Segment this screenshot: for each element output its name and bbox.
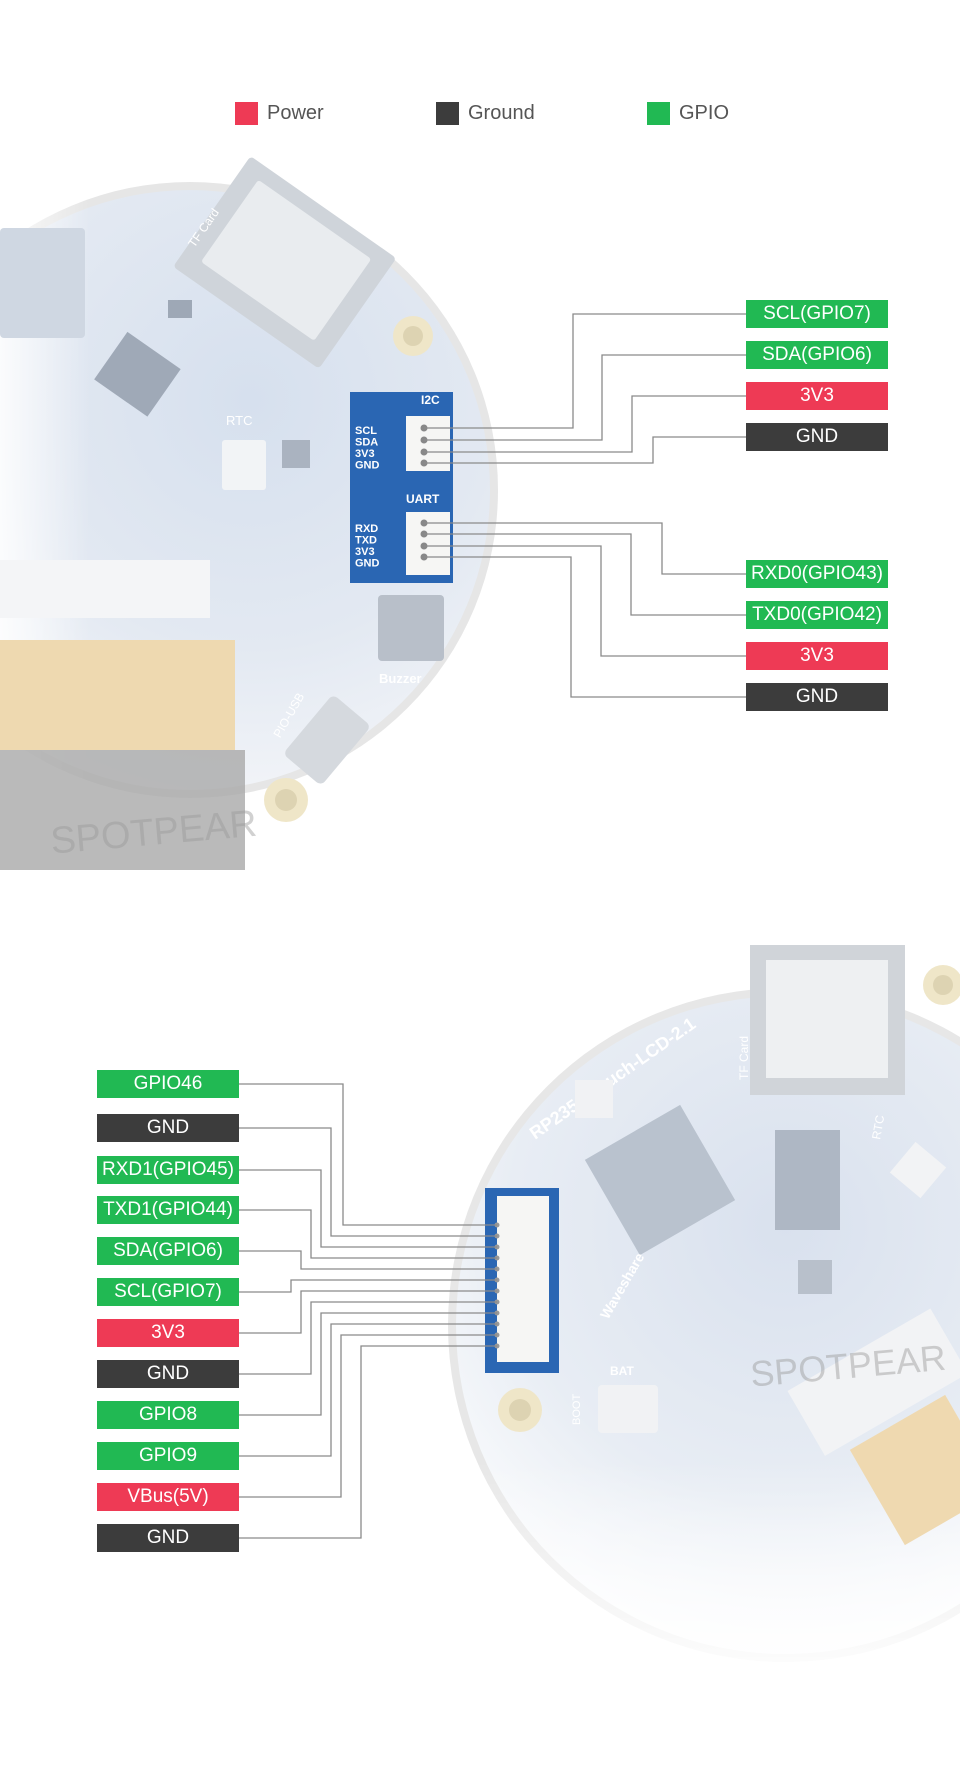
leader-line bbox=[424, 436, 746, 464]
fpc-ribbon-bottom bbox=[849, 1394, 960, 1546]
tf-card-slot-bottom-inner bbox=[766, 960, 888, 1078]
header-label: GPIO46 bbox=[97, 1070, 239, 1098]
rp2350-chip bbox=[584, 1104, 736, 1256]
uart-label-txd: TXD0(GPIO42) bbox=[746, 601, 888, 629]
bat-label: BAT bbox=[610, 1364, 634, 1378]
mount-hole bbox=[403, 326, 423, 346]
ic-chip bbox=[775, 1130, 840, 1230]
leader-line bbox=[424, 313, 746, 429]
i2c-pin-silk: 3V3 bbox=[355, 448, 375, 460]
lcd-connector bbox=[0, 560, 210, 618]
header-label: VBus(5V) bbox=[97, 1483, 239, 1511]
i2c-label-sda: SDA(GPIO6) bbox=[746, 341, 888, 369]
mount-hole bbox=[275, 789, 297, 811]
legend-ground-label: Ground bbox=[468, 101, 535, 124]
uart-pin-silk: 3V3 bbox=[355, 546, 375, 558]
leader-line bbox=[424, 556, 746, 698]
i2c-pin-silk: SDA bbox=[355, 437, 378, 449]
buzzer-component bbox=[378, 595, 444, 661]
i2c-title: I2C bbox=[421, 393, 440, 407]
rtc-label-bottom: RTC bbox=[869, 1114, 887, 1141]
leader-line bbox=[239, 1312, 497, 1416]
ic-chip bbox=[168, 300, 192, 318]
battery-connector bbox=[598, 1385, 658, 1433]
leader-line bbox=[239, 1301, 497, 1375]
i2c-label-3v3: 3V3 bbox=[746, 382, 888, 410]
header-label: TXD1(GPIO44) bbox=[97, 1196, 239, 1224]
uart-label-rxd: RXD0(GPIO43) bbox=[746, 560, 888, 588]
fpc-ribbon bbox=[0, 640, 235, 750]
header-label: SDA(GPIO6) bbox=[97, 1237, 239, 1265]
header-label: GND bbox=[97, 1524, 239, 1552]
power-swatch bbox=[235, 101, 258, 125]
usb-port bbox=[285, 696, 369, 784]
leader-line bbox=[239, 1209, 497, 1259]
header-label: 3V3 bbox=[97, 1319, 239, 1347]
header-label: GPIO9 bbox=[97, 1442, 239, 1470]
leader-line bbox=[239, 1127, 497, 1237]
legend-ground: Ground bbox=[436, 99, 535, 127]
ic-chip bbox=[889, 1141, 947, 1199]
uart-label-gnd: GND bbox=[746, 683, 888, 711]
leader-lines-top bbox=[424, 313, 746, 698]
mount-hole bbox=[933, 975, 953, 995]
leader-line bbox=[424, 395, 746, 453]
rtc-battery bbox=[222, 440, 266, 490]
leader-line bbox=[239, 1250, 497, 1270]
uart-pin-silk: GND bbox=[355, 558, 380, 570]
leader-line bbox=[239, 1323, 497, 1457]
top-board: TF Card RTC Buzzer PIO-USB SPOTPEAR I2C … bbox=[0, 150, 498, 920]
uart-connector bbox=[406, 512, 450, 575]
ic-chip bbox=[575, 1080, 613, 1118]
leader-line bbox=[424, 545, 746, 657]
gpio-swatch bbox=[647, 101, 670, 125]
uart-title: UART bbox=[406, 492, 440, 506]
boot-label: BOOT bbox=[571, 1394, 583, 1425]
header-label: SCL(GPIO7) bbox=[97, 1278, 239, 1306]
header-label: RXD1(GPIO45) bbox=[97, 1156, 239, 1184]
legend-gpio: GPIO bbox=[647, 99, 729, 127]
lcd-connector-bottom bbox=[787, 1308, 960, 1456]
header-connector bbox=[497, 1196, 549, 1362]
leader-line bbox=[239, 1279, 497, 1293]
leader-line bbox=[239, 1334, 497, 1498]
tf-card-label-bottom: TF Card bbox=[737, 1036, 751, 1080]
leader-line bbox=[239, 1345, 497, 1539]
rtc-label-top: RTC bbox=[226, 413, 252, 428]
buzzer-label: Buzzer bbox=[379, 671, 422, 686]
i2c-pin-silk: SCL bbox=[355, 425, 377, 437]
legend-power: Power bbox=[235, 99, 324, 127]
leader-line bbox=[424, 533, 746, 616]
ground-swatch bbox=[436, 101, 459, 125]
uart-pin-silk: TXD bbox=[355, 535, 377, 547]
ic-chip bbox=[798, 1260, 832, 1294]
leader-line bbox=[239, 1083, 497, 1226]
i2c-label-scl: SCL(GPIO7) bbox=[746, 300, 888, 328]
tf-card-slot-top bbox=[174, 157, 395, 368]
ic-chip bbox=[94, 331, 181, 417]
leader-line bbox=[424, 354, 746, 441]
uart-pin-silk: RXD bbox=[355, 523, 378, 535]
i2c-connector bbox=[406, 416, 450, 471]
processor-chip bbox=[0, 228, 85, 338]
legend-gpio-label: GPIO bbox=[679, 101, 730, 124]
i2c-pin-silk: GND bbox=[355, 460, 380, 472]
fpc-cable bbox=[0, 750, 245, 870]
leader-line bbox=[424, 522, 746, 575]
leader-line bbox=[239, 1290, 497, 1334]
uart-label-3v3: 3V3 bbox=[746, 642, 888, 670]
leader-line bbox=[239, 1169, 497, 1248]
header-label: GPIO8 bbox=[97, 1401, 239, 1429]
header-label: GND bbox=[97, 1360, 239, 1388]
mount-hole bbox=[509, 1399, 531, 1421]
ic-chip bbox=[282, 440, 310, 468]
legend-power-label: Power bbox=[267, 101, 324, 124]
header-label: GND bbox=[97, 1114, 239, 1142]
i2c-label-gnd: GND bbox=[746, 423, 888, 451]
bottom-board: TF Card RP2350-Touch-LCD-2.1 RTC Wavesha… bbox=[440, 945, 960, 1690]
leader-lines-bottom bbox=[239, 1083, 497, 1539]
